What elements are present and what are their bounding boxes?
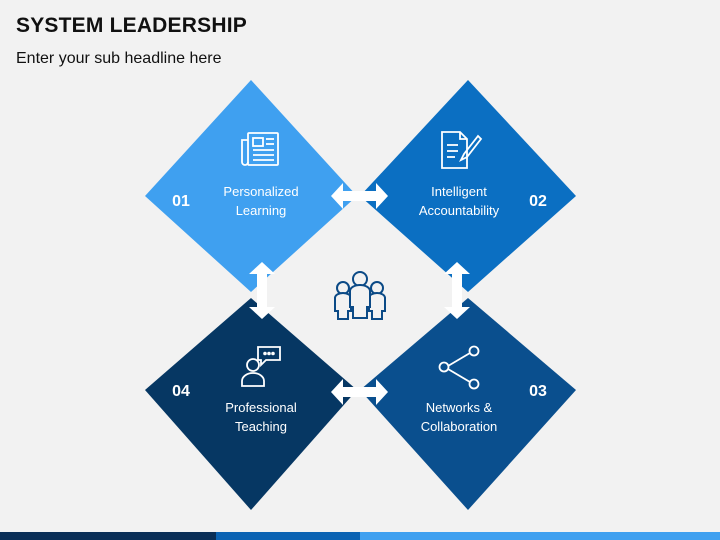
newspaper-icon <box>241 132 279 166</box>
piece-02-diamond <box>360 80 576 292</box>
piece-01-number: 01 <box>172 193 190 210</box>
piece-04-label-line1: Professional <box>225 400 297 415</box>
piece-03: 03 Networks & Collaboration <box>360 298 576 510</box>
bottom-bar-segment-light <box>360 532 720 540</box>
arrow-02-03 <box>444 262 470 319</box>
bottom-accent-bar <box>0 532 720 540</box>
piece-02: 02 Intelligent Accountability <box>360 80 576 292</box>
piece-02-number: 02 <box>529 193 547 210</box>
piece-04-number: 04 <box>172 383 190 400</box>
people-group-icon <box>334 271 386 320</box>
page-title: SYSTEM LEADERSHIP <box>16 14 247 37</box>
bottom-bar-segment-mid <box>216 532 360 540</box>
piece-01-label-line1: Personalized <box>223 184 298 199</box>
arrow-01-04 <box>249 262 275 319</box>
arrow-04-03 <box>331 379 388 405</box>
piece-02-label-line2: Accountability <box>419 203 500 218</box>
teacher-speech-icon <box>241 346 281 387</box>
piece-01-diamond <box>145 80 357 292</box>
connector-arrows <box>249 183 470 405</box>
piece-03-diamond <box>360 298 576 510</box>
piece-04: 04 Professional Teaching <box>145 298 357 510</box>
share-network-icon <box>438 345 480 390</box>
piece-04-label-line2: Teaching <box>235 419 287 434</box>
piece-03-number: 03 <box>529 383 547 400</box>
piece-03-label-line2: Collaboration <box>421 419 498 434</box>
piece-04-diamond <box>145 298 357 510</box>
arrow-01-02 <box>331 183 388 209</box>
bottom-bar-segment-dark <box>0 532 216 540</box>
document-pen-icon <box>441 131 483 169</box>
piece-01-label-line2: Learning <box>236 203 287 218</box>
piece-01: 01 Personalized Learning <box>145 80 357 292</box>
page-subtitle: Enter your sub headline here <box>16 50 222 67</box>
piece-03-label-line1: Networks & <box>426 400 493 415</box>
piece-02-label-line1: Intelligent <box>431 184 487 199</box>
